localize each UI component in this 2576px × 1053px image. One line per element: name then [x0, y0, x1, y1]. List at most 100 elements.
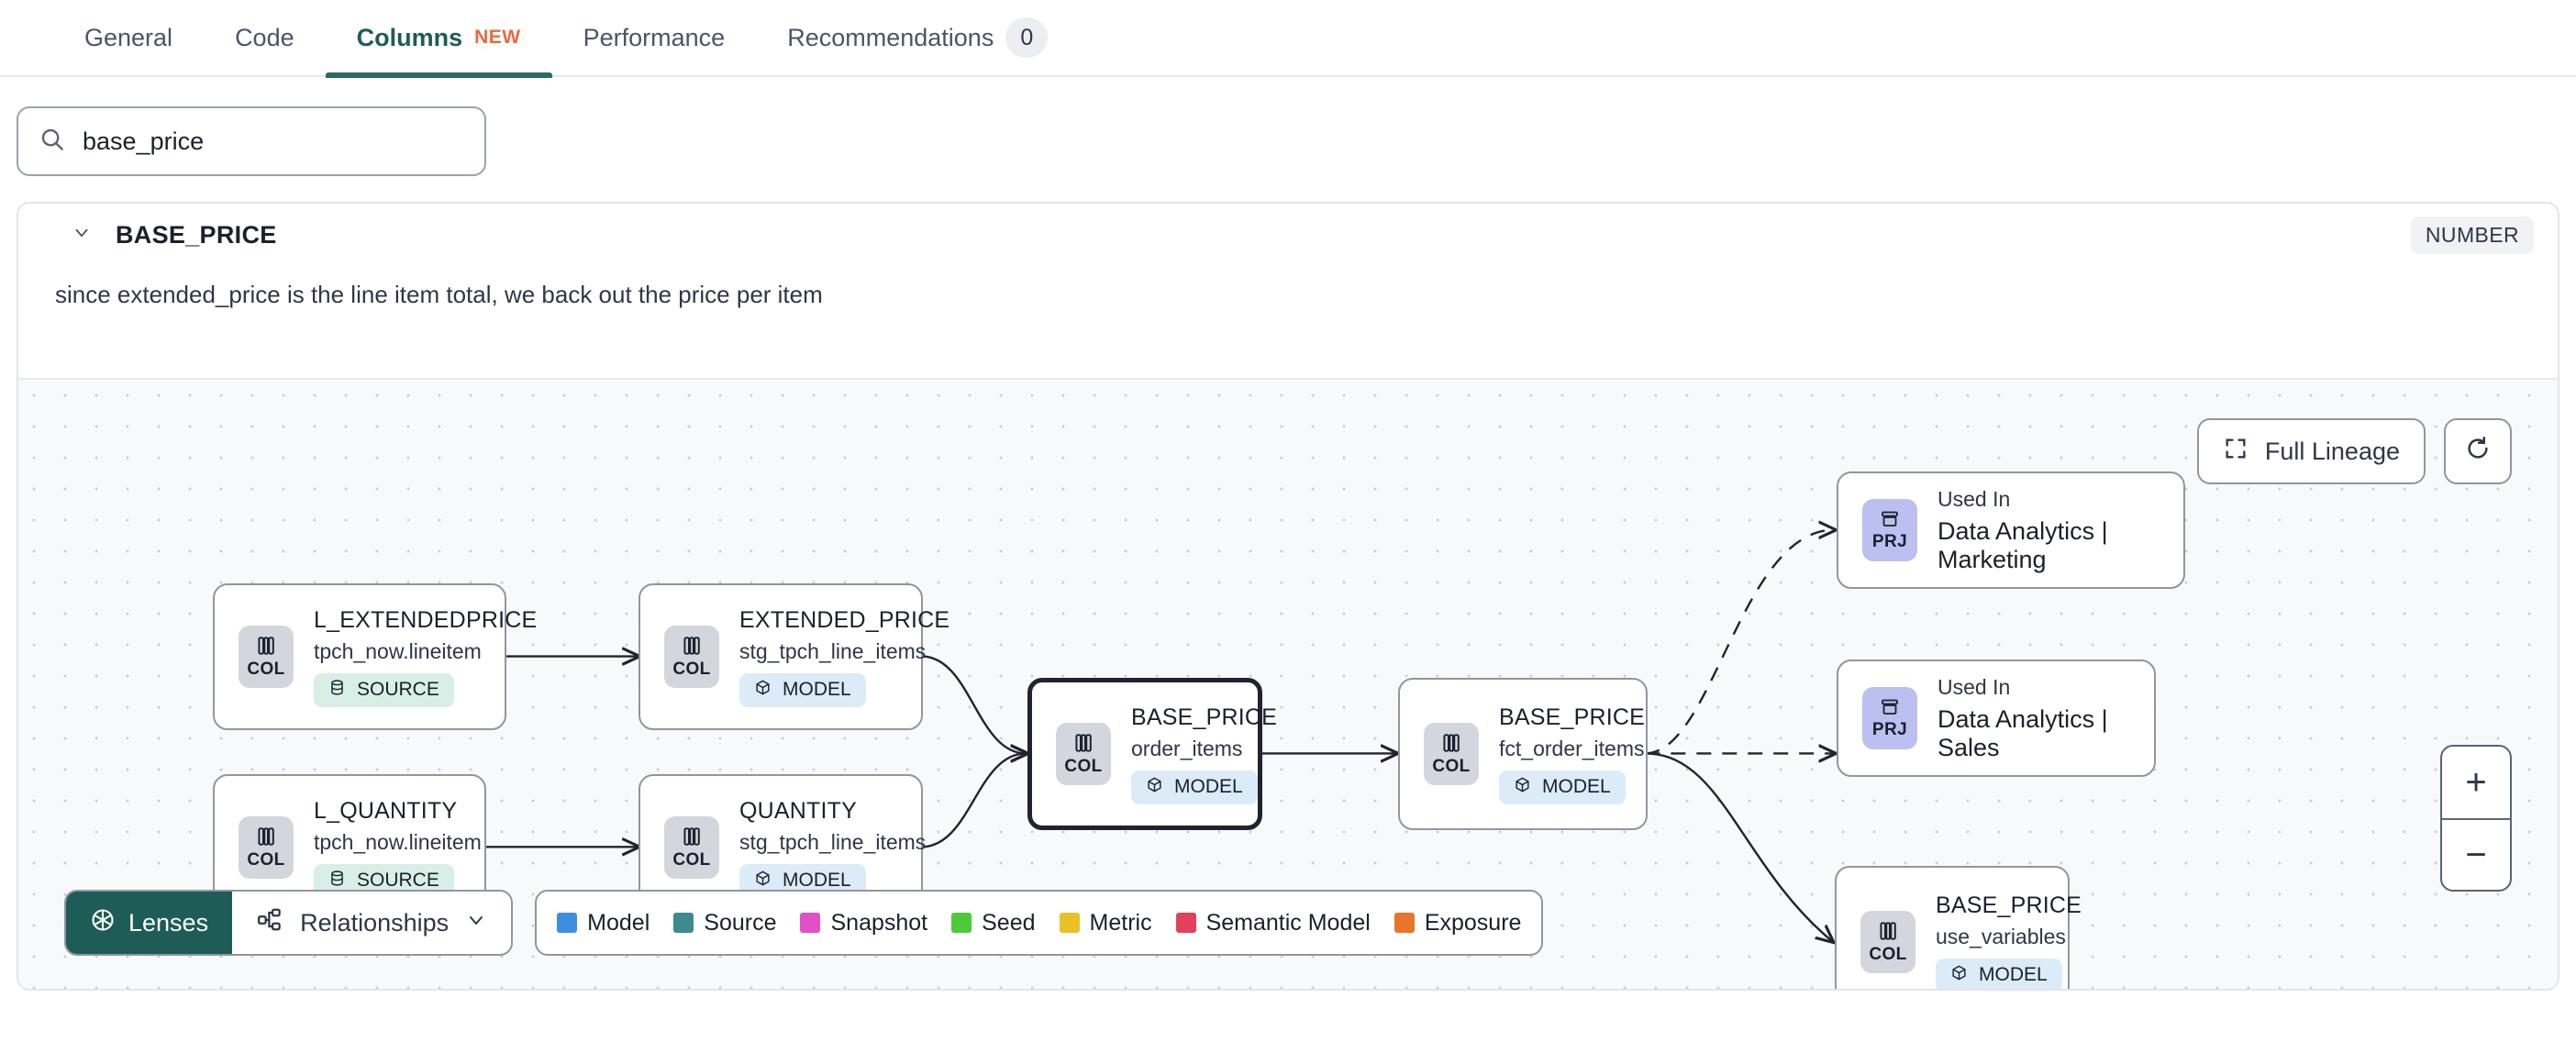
cube-icon [1514, 776, 1531, 799]
node-body: BASE_PRICE use_variables MODEL [1936, 892, 2082, 989]
tab-columns[interactable]: Columns NEW [325, 0, 552, 78]
tab-general[interactable]: General [53, 0, 204, 76]
col-icon-label: COL [672, 660, 711, 679]
col-icon: COL [664, 626, 719, 688]
tab-label: Recommendations [787, 23, 994, 51]
prj-icon-label: PRJ [1871, 720, 1908, 739]
node-subtitle: tpch_now.lineitem [314, 829, 482, 854]
node-tag-label: MODEL [1542, 776, 1611, 797]
lineage-node-fct-order-items[interactable]: COL BASE_PRICE fct_order_items MODEL [1398, 678, 1648, 830]
project-name: Data Analytics | Sales [1938, 704, 2108, 761]
legend-item-semantic-model: Semantic Model [1175, 910, 1371, 937]
tab-label: Performance [583, 23, 726, 51]
lineage-node-project-marketing[interactable]: PRJ Used In Data Analytics | Marketing [1837, 471, 2185, 589]
legend-item-exposure: Exposure [1393, 909, 1522, 937]
project-name: Data Analytics | Marketing [1938, 516, 2108, 573]
prj-icon-label: PRJ [1871, 532, 1908, 551]
col-icon-label: COL [247, 850, 285, 870]
node-tag-source: SOURCE [314, 672, 454, 707]
lineage-node-project-sales[interactable]: PRJ Used In Data Analytics | Sales [1837, 660, 2156, 777]
canvas-bottom-toolbar: Lenses Relationships [64, 890, 1544, 956]
node-title: BASE_PRICE [1499, 704, 1646, 730]
zoom-in-button[interactable]: + [2465, 761, 2487, 803]
refresh-button[interactable] [2444, 418, 2512, 484]
node-subtitle: fct_order_items [1499, 736, 1645, 760]
tab-performance[interactable]: Performance [552, 0, 757, 76]
refresh-icon [2464, 435, 2492, 469]
node-tag-model: MODEL [1936, 958, 2062, 989]
tab-label: General [84, 23, 173, 51]
legend-swatch [951, 913, 972, 933]
legend-item-metric: Metric [1059, 910, 1152, 937]
node-title: BASE_PRICE [1936, 892, 2082, 918]
used-in-label: Used In [1938, 674, 2011, 699]
col-icon-label: COL [1064, 757, 1103, 776]
tab-code[interactable]: Code [204, 0, 326, 76]
lenses-button[interactable]: Lenses [66, 892, 233, 954]
expand-corners-icon [2223, 436, 2248, 468]
node-title: QUANTITY [739, 797, 857, 824]
node-tag-label: MODEL [783, 870, 851, 891]
col-icon: COL [664, 816, 719, 879]
lineage-node-use-variables[interactable]: COL BASE_PRICE use_variables MODEL [1835, 866, 2082, 989]
zoom-out-button[interactable]: − [2442, 818, 2510, 890]
node-tag-label: SOURCE [357, 679, 439, 700]
project-box-icon: PRJ [1862, 499, 1917, 561]
relationships-label: Relationships [300, 908, 450, 937]
node-tag-model: MODEL [739, 672, 866, 707]
column-name: BASE_PRICE [116, 220, 277, 249]
cube-icon [754, 870, 772, 892]
node-subtitle: use_variables [1936, 924, 2066, 948]
tab-label: Columns [356, 23, 463, 51]
column-header: BASE_PRICE NUMBER [18, 204, 2558, 266]
node-subtitle: tpch_now.lineitem [314, 638, 482, 663]
lineage-legend: Model Source Snapshot Seed Metric [535, 890, 1544, 956]
search-value: base_price [83, 127, 205, 155]
search-icon [39, 126, 66, 158]
chevron-down-icon[interactable] [72, 223, 92, 248]
column-panel: BASE_PRICE NUMBER since extended_price i… [17, 202, 2559, 991]
legend-item-model: Model [557, 910, 650, 937]
aperture-icon [90, 907, 116, 939]
col-icon-label: COL [1869, 945, 1907, 964]
lineage-node-order-items[interactable]: COL BASE_PRICE order_items MODEL [1027, 678, 1277, 830]
legend-label: Source [704, 909, 777, 936]
legend-label: Exposure [1424, 909, 1522, 936]
node-body: L_EXTENDEDPRICE tpch_now.lineitem SOURCE [314, 607, 537, 707]
col-icon: COL [1056, 723, 1111, 785]
legend-label: Seed [982, 909, 1036, 936]
legend-label: Snapshot [830, 909, 928, 936]
legend-item-source: Source [673, 910, 776, 937]
lineage-node-l-extendedprice[interactable]: COL L_EXTENDEDPRICE tpch_now.lineitem SO… [213, 583, 537, 730]
tab-bar: General Code Columns NEW Performance Rec… [0, 0, 2576, 78]
col-icon-label: COL [672, 850, 711, 870]
legend-item-seed: Seed [951, 909, 1036, 937]
legend-swatch [1393, 913, 1415, 933]
cube-icon [1146, 776, 1163, 799]
lenses-label: Lenses [128, 908, 209, 937]
node-body: BASE_PRICE fct_order_items MODEL [1499, 704, 1645, 804]
node-body: L_QUANTITY tpch_now.lineitem SOURCE [314, 798, 482, 898]
col-icon: COL [239, 626, 294, 688]
cube-icon [754, 679, 772, 702]
tab-recommendations[interactable]: Recommendations 0 [756, 0, 1079, 76]
column-description: since extended_price is the line item to… [55, 281, 823, 308]
database-icon [328, 679, 346, 702]
search-input[interactable]: base_price [17, 106, 486, 176]
node-title: BASE_PRICE [1131, 704, 1278, 730]
lineage-canvas[interactable]: COL L_EXTENDEDPRICE tpch_now.lineitem SO… [18, 378, 2558, 989]
legend-swatch [800, 913, 821, 933]
lineage-node-extended-price[interactable]: COL EXTENDED_PRICE stg_tpch_line_items M… [638, 583, 949, 730]
relationships-dropdown[interactable]: Relationships [232, 892, 511, 954]
node-body: Used In Data Analytics | Marketing [1938, 487, 2160, 574]
node-body: Used In Data Analytics | Sales [1938, 675, 2130, 762]
node-subtitle: stg_tpch_line_items [739, 638, 927, 663]
node-tag-model: MODEL [1499, 770, 1626, 804]
legend-swatch [1059, 913, 1080, 933]
col-icon: COL [239, 816, 294, 879]
full-lineage-button[interactable]: Full Lineage [2196, 418, 2426, 484]
project-box-icon: PRJ [1862, 687, 1917, 749]
legend-swatch [1175, 913, 1196, 933]
lineage-edges [485, 380, 2558, 989]
tab-recommendations-count: 0 [1005, 17, 1049, 58]
